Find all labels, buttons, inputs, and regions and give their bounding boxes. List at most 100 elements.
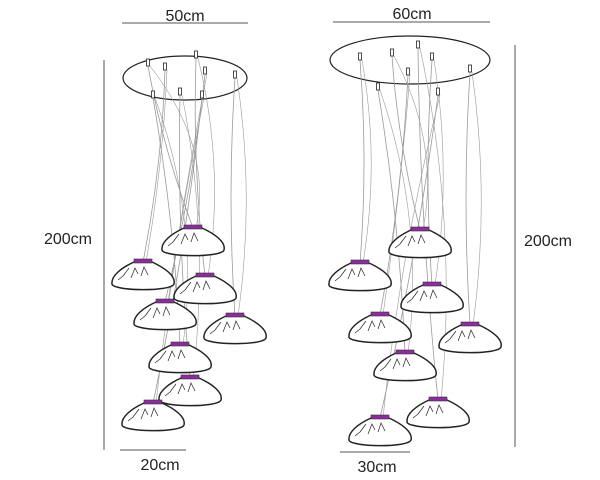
shade-outline [406, 399, 470, 429]
shade-outline [173, 275, 237, 305]
ceiling-anchor [200, 90, 204, 99]
pendant-shade [173, 272, 237, 305]
pendant-shade [373, 349, 437, 382]
ceiling-anchor [376, 82, 380, 91]
cable [361, 59, 372, 264]
shade-texture [117, 266, 149, 281]
shade-outline [111, 261, 175, 291]
cable [236, 77, 247, 317]
socket [370, 311, 390, 317]
cable [471, 71, 482, 326]
cable [145, 69, 168, 263]
shade-outline [161, 227, 225, 257]
cable [359, 59, 365, 264]
shade-outline [121, 402, 185, 432]
cable [465, 71, 471, 326]
ceiling-anchor [416, 40, 420, 49]
cable [417, 47, 439, 401]
socket [143, 399, 163, 405]
shade-texture [334, 267, 366, 282]
ceiling-anchor [163, 62, 167, 71]
socket [195, 272, 215, 278]
right-width-label: 60cm [392, 6, 431, 23]
ceiling-anchor [468, 64, 472, 73]
pendant-shade [133, 298, 197, 331]
left-fixture [111, 50, 267, 432]
pendant-shade [161, 224, 225, 257]
shade-outline [400, 284, 464, 314]
right-height-label: 200cm [524, 233, 572, 250]
cable [391, 55, 421, 231]
shade-texture [394, 234, 426, 249]
shade-outline [133, 301, 197, 331]
left-height-label: 200cm [44, 231, 92, 248]
shade-texture [354, 319, 386, 334]
ceiling-anchor [436, 87, 440, 96]
ceiling-anchor [406, 67, 410, 76]
cable [142, 69, 166, 263]
shade-outline [328, 262, 392, 292]
shade-outline [348, 417, 412, 447]
cable [230, 77, 236, 317]
shade-outline [373, 352, 437, 382]
shade-outline [203, 315, 267, 345]
ceiling-anchor [390, 48, 394, 57]
ceiling-anchor [194, 50, 198, 59]
shade-outline [438, 324, 502, 354]
ceiling-anchor [151, 90, 155, 99]
cable [377, 89, 406, 354]
pendant-shade [148, 341, 212, 374]
shade-texture [379, 357, 411, 372]
pendant-shade [348, 311, 412, 344]
right-dimensions [333, 21, 516, 453]
shade-texture [412, 404, 444, 419]
socket [422, 281, 442, 287]
ceiling-anchor [203, 66, 207, 75]
cable [379, 89, 413, 354]
cable [419, 47, 447, 401]
socket [155, 298, 175, 304]
socket [370, 414, 390, 420]
shade-texture [179, 280, 211, 295]
ceiling-anchor [430, 52, 434, 61]
shade-texture [354, 422, 386, 437]
pendant-shade [388, 226, 452, 259]
ceiling-anchor [146, 58, 150, 67]
shade-outline [158, 377, 222, 407]
socket [350, 259, 370, 265]
shade-texture [209, 320, 241, 335]
shade-texture [167, 232, 199, 247]
shade-texture [127, 407, 159, 422]
pendant-shade [158, 374, 222, 407]
left-width-label: 50cm [165, 8, 204, 25]
shade-outline [388, 229, 452, 259]
right-shade-width-label: 30cm [357, 459, 396, 476]
cable [164, 73, 206, 303]
socket [183, 224, 203, 230]
pendant-shade [111, 258, 175, 291]
shade-outline [348, 314, 412, 344]
socket [428, 396, 448, 402]
socket [225, 312, 245, 318]
shade-texture [154, 349, 186, 364]
pendant-shade [406, 396, 470, 429]
shade-texture [406, 289, 438, 304]
pendant-shade [328, 259, 392, 292]
socket [460, 321, 480, 327]
socket [180, 374, 200, 380]
shade-texture [444, 329, 476, 344]
socket [133, 258, 153, 264]
cable [393, 55, 428, 231]
ceiling-anchor [233, 70, 237, 79]
right-fixture [328, 35, 502, 447]
pendant-shade [438, 321, 502, 354]
canopy [122, 55, 248, 101]
pendant-shade [348, 414, 412, 447]
socket [410, 226, 430, 232]
shade-outline [148, 344, 212, 374]
shade-texture [139, 306, 171, 321]
socket [170, 341, 190, 347]
left-dimensions [103, 22, 248, 451]
left-shade-width-label: 20cm [140, 457, 179, 474]
